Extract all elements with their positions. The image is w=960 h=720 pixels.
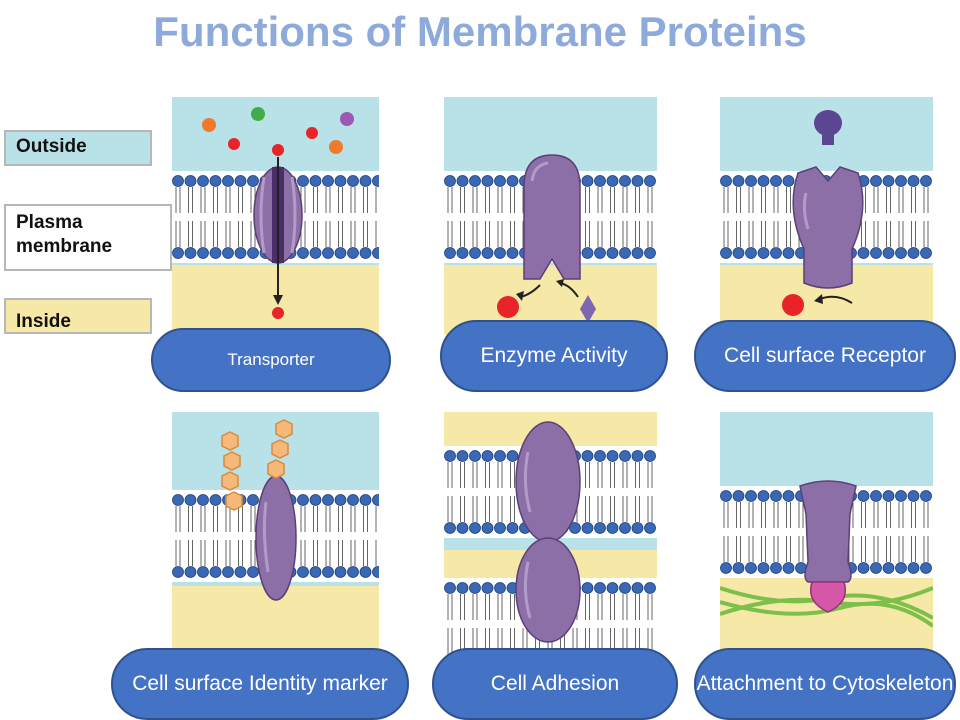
legend-plasma-membrane: Plasma membrane bbox=[4, 204, 172, 271]
molecule-icon bbox=[340, 112, 354, 126]
molecule-icon bbox=[251, 107, 265, 121]
glycoprotein-icon bbox=[255, 475, 297, 601]
receptor-protein-icon bbox=[792, 166, 864, 289]
label-identity-marker: Cell surface Identity marker bbox=[111, 648, 409, 720]
carbohydrate-chain-icon bbox=[221, 419, 293, 511]
label-cell-surface-receptor: Cell surface Receptor bbox=[694, 320, 956, 392]
transporter-panel bbox=[172, 97, 379, 335]
signal-arrow-icon bbox=[819, 295, 853, 304]
molecule-icon bbox=[228, 138, 240, 150]
label-attachment-cytoskeleton: Attachment to Cytoskeleton bbox=[694, 648, 956, 720]
relay-molecule-icon bbox=[782, 294, 804, 316]
adhesion-protein-bottom-icon bbox=[515, 537, 581, 643]
signal-molecule-icon bbox=[814, 110, 842, 145]
page-title: Functions of Membrane Proteins bbox=[153, 8, 807, 55]
legend-outside: Outside bbox=[4, 130, 152, 166]
molecule-icon bbox=[306, 127, 318, 139]
label-transporter: Transporter bbox=[151, 328, 391, 392]
label-enzyme-activity: Enzyme Activity bbox=[440, 320, 668, 392]
enzyme-panel bbox=[444, 97, 657, 335]
anchor-protein-icon bbox=[810, 581, 846, 613]
legend-inside: Inside bbox=[4, 298, 152, 334]
label-cell-adhesion: Cell Adhesion bbox=[432, 648, 678, 720]
membrane-protein-icon bbox=[799, 480, 857, 583]
cell-adhesion-panel bbox=[444, 412, 657, 658]
molecule-icon bbox=[272, 144, 284, 156]
adhesion-protein-top-icon bbox=[515, 421, 581, 543]
enzyme-protein-icon bbox=[523, 154, 581, 280]
identity-marker-panel bbox=[172, 412, 379, 658]
molecule-icon bbox=[329, 140, 343, 154]
product-molecule-icon bbox=[497, 296, 519, 318]
cytoskeleton-panel bbox=[720, 412, 933, 658]
substrate-molecule-icon bbox=[580, 295, 596, 323]
receptor-panel bbox=[720, 97, 933, 335]
molecule-icon bbox=[272, 307, 284, 319]
molecule-icon bbox=[202, 118, 216, 132]
